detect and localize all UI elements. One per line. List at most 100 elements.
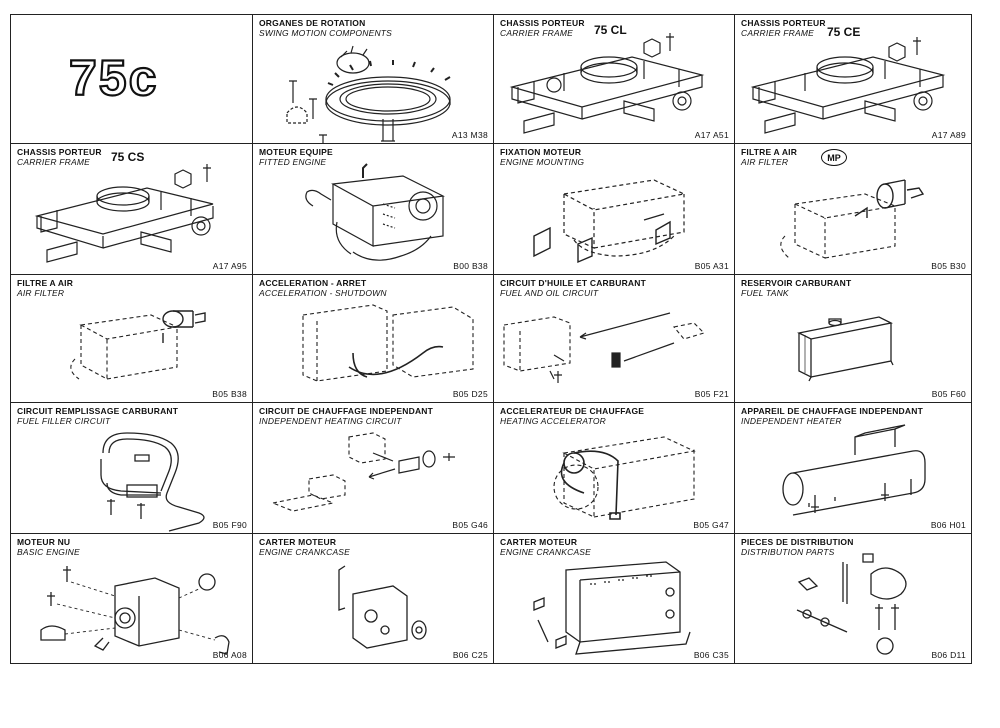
- basic-engine-icon: [40, 566, 230, 655]
- section-title-fr: ORGANES DE ROTATION: [259, 18, 366, 28]
- fuel-filler-circuit-icon: [100, 432, 205, 532]
- model-label: 75 CL: [594, 23, 627, 37]
- section-title-fr: MOTEUR EQUIPE: [259, 147, 333, 157]
- carrier-frame-icon: [34, 164, 214, 263]
- section-title-en: AIR FILTER: [17, 288, 65, 298]
- slewing-ring-icon: [286, 45, 451, 143]
- engine-mounting-icon: [533, 179, 686, 264]
- part-reference: B05 D25: [452, 389, 488, 399]
- part-reference: B05 G47: [693, 520, 729, 530]
- section-title-fr: CHASSIS PORTEUR: [17, 147, 102, 157]
- section-title-fr: PIECES DE DISTRIBUTION: [741, 537, 854, 547]
- section-title-en: INDEPENDENT HEATING CIRCUIT: [259, 416, 402, 426]
- section-title-en: FUEL AND OIL CIRCUIT: [500, 288, 599, 298]
- part-reference: A17 A89: [931, 130, 966, 140]
- section-title-en: ACCELERATION - SHUTDOWN: [259, 288, 387, 298]
- section-title-en: BASIC ENGINE: [17, 547, 80, 557]
- section-title-en: CARRIER FRAME: [500, 28, 573, 38]
- air-filter-icon: [780, 179, 925, 259]
- section-title-fr: CHASSIS PORTEUR: [741, 18, 826, 28]
- mp-badge: MP: [821, 149, 847, 166]
- distribution-parts-icon: [796, 553, 907, 655]
- model-label: 75 CE: [827, 25, 861, 39]
- part-reference: B00 B38: [453, 261, 488, 271]
- fuel-oil-circuit-icon: [503, 312, 706, 383]
- part-reference: A17 A51: [694, 130, 729, 140]
- part-reference: A13 M38: [451, 130, 488, 140]
- section-title-en: DISTRIBUTION PARTS: [741, 547, 835, 557]
- heater-icon: [782, 424, 926, 516]
- section-title-fr: ACCELERATEUR DE CHAUFFAGE: [500, 406, 645, 416]
- section-title-en: FUEL FILLER CIRCUIT: [17, 416, 111, 426]
- section-title-fr: CARTER MOTEUR: [500, 537, 578, 547]
- part-reference: B06 A08: [212, 650, 247, 660]
- section-title-fr: CARTER MOTEUR: [259, 537, 337, 547]
- section-title-en: HEATING ACCELERATOR: [500, 416, 606, 426]
- part-reference: B05 B30: [931, 261, 966, 271]
- section-title-fr: MOTEUR NU: [17, 537, 71, 547]
- part-reference: A17 A95: [212, 261, 247, 271]
- crankcase-block-icon: [533, 561, 691, 655]
- section-title-en: CARRIER FRAME: [741, 28, 814, 38]
- section-title-fr: RESERVOIR CARBURANT: [741, 278, 852, 288]
- part-reference: B05 F60: [931, 389, 966, 399]
- catalog-cell-logo: 75c: [10, 14, 253, 144]
- part-reference: B05 A31: [694, 261, 729, 271]
- part-reference: B06 D11: [931, 650, 966, 660]
- section-title-fr: CIRCUIT REMPLISSAGE CARBURANT: [17, 406, 179, 416]
- section-title-fr: FIXATION MOTEUR: [500, 147, 582, 157]
- part-reference: B05 G46: [452, 520, 488, 530]
- part-reference: B06 C35: [693, 650, 729, 660]
- carrier-frame-icon: [750, 37, 946, 134]
- part-reference: B05 F21: [694, 389, 729, 399]
- part-reference: B06 C25: [452, 650, 488, 660]
- section-title-fr: ACCELERATION - ARRET: [259, 278, 367, 288]
- section-title-fr: FILTRE A AIR: [741, 147, 798, 157]
- fuel-tank-icon: [797, 316, 894, 382]
- carrier-frame-icon: [509, 33, 705, 134]
- section-title-en: FUEL TANK: [741, 288, 789, 298]
- air-filter-icon: [70, 310, 206, 380]
- acceleration-shutdown-icon: [302, 304, 474, 382]
- model-label: 75 CS: [111, 150, 145, 164]
- heating-circuit-icon: [271, 432, 455, 512]
- section-title-en: ENGINE MOUNTING: [500, 157, 585, 167]
- crankcase-icon: [338, 565, 427, 649]
- section-title-en: AIR FILTER: [741, 157, 789, 167]
- section-title-en: SWING MOTION COMPONENTS: [259, 28, 393, 38]
- section-title-en: INDEPENDENT HEATER: [741, 416, 842, 426]
- heating-accelerator-icon: [553, 436, 696, 520]
- section-title-en: ENGINE CRANKCASE: [500, 547, 592, 557]
- fitted-engine-icon: [305, 163, 445, 261]
- section-title-fr: CHASSIS PORTEUR: [500, 18, 585, 28]
- part-reference: B06 H01: [930, 520, 966, 530]
- section-title-fr: APPAREIL DE CHAUFFAGE INDEPENDANT: [741, 406, 923, 416]
- section-title-en: FITTED ENGINE: [259, 157, 327, 167]
- section-title-en: ENGINE CRANKCASE: [259, 547, 351, 557]
- section-title-fr: FILTRE A AIR: [17, 278, 74, 288]
- part-reference: B05 F90: [212, 520, 247, 530]
- svg-text:75c: 75c: [69, 50, 158, 106]
- section-title-fr: CIRCUIT D'HUILE ET CARBURANT: [500, 278, 646, 288]
- section-title-en: CARRIER FRAME: [17, 157, 90, 167]
